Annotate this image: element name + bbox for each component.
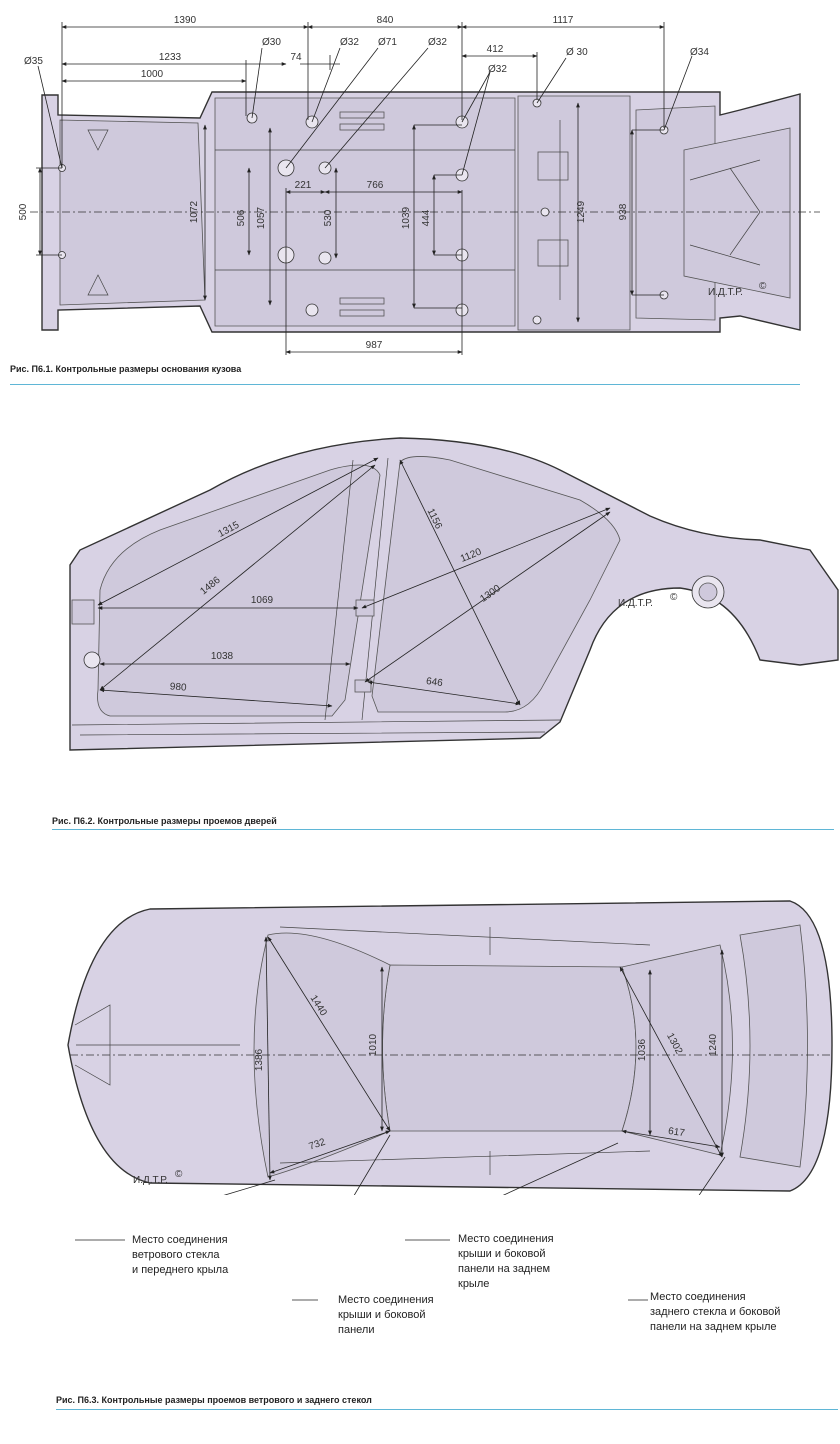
dim-732: 732 [308,1137,328,1153]
dim-1390: 1390 [174,15,197,26]
dim-1000: 1000 [141,69,164,80]
dim-1386: 1386 [254,1048,265,1071]
dim-1072: 1072 [189,200,200,223]
dim-500: 500 [18,203,29,220]
figure-door-openings: 1315 1486 1069 1038 980 1156 1120 1300 6… [0,420,840,840]
dim-938: 938 [618,203,629,220]
copyright-mark: © [175,1169,183,1180]
hole-30-front: Ø30 [262,37,281,48]
note-leaders-lower [75,1239,648,1301]
watermark: И.Д.Т.Р. [133,1175,168,1186]
dim-221: 221 [295,180,312,191]
figure-glass-openings: 1386 1440 1010 732 1036 1302 1240 617 И.… [0,895,840,1444]
dim-1057: 1057 [256,206,267,229]
hole-32-a: Ø32 [340,37,359,48]
dim-444: 444 [421,209,432,226]
copyright-mark: © [670,592,678,603]
horizontal-dimensions: 1390 840 1117 1233 1000 74 412 221 766 9… [61,15,665,354]
note-roof-rear-fender: Место соединения крыши и боковой панели … [458,1233,554,1290]
hole-32-b: Ø32 [428,37,447,48]
dim-1010: 1010 [368,1033,379,1056]
copyright-mark: © [759,281,767,292]
floor-base-drawing: 1390 840 1117 1233 1000 74 412 221 766 9… [18,15,820,355]
caption-fig2: Рис. П6.2. Контрольные размеры проемов д… [52,816,277,826]
reference-holes [58,98,669,325]
dim-506: 506 [236,209,247,226]
dim-1233: 1233 [159,52,182,63]
dim-980: 980 [169,681,187,693]
dim-412: 412 [487,44,504,55]
caption-rule-2 [52,829,834,830]
caption-rule-1 [10,384,800,385]
hole-35: Ø35 [24,56,43,67]
dim-1038: 1038 [211,651,234,662]
dim-530: 530 [323,209,334,226]
caption-rule-3 [56,1409,838,1410]
floor-outline [41,91,801,333]
dim-1036: 1036 [637,1038,648,1061]
side-body-outline [69,437,839,751]
dim-617: 617 [667,1126,686,1140]
hole-34: Ø34 [690,47,709,58]
glass-openings-drawing: 1386 1440 1010 732 1036 1302 1240 617 И.… [67,900,833,1301]
dim-74: 74 [290,52,302,63]
note-windshield-fender: Место соединения ветрового стекла и пере… [132,1234,229,1276]
dim-1240: 1240 [708,1033,719,1056]
dim-646: 646 [425,676,443,689]
dim-1039: 1039 [401,206,412,229]
dim-1117: 1117 [553,15,574,26]
hole-71: Ø71 [378,37,397,48]
door-openings-drawing: 1315 1486 1069 1038 980 1156 1120 1300 6… [69,437,839,751]
hole-callouts: Ø35 Ø30 Ø32 Ø71 Ø32 Ø32 Ø 30 Ø34 [24,37,709,176]
figure-floor-base: 1390 840 1117 1233 1000 74 412 221 766 9… [0,0,840,395]
caption-fig3: Рис. П6.3. Контрольные размеры проемов в… [56,1395,372,1405]
dim-1249: 1249 [576,200,587,223]
vertical-dimensions: 500 1072 506 1057 530 1039 444 1249 938 [18,102,664,323]
caption-fig1: Рис. П6.1. Контрольные размеры основания… [10,364,242,374]
watermark: И.Д.Т.Р. [618,598,653,609]
note-roof-side-panel: Место соединения крыши и боковой панели [338,1294,434,1336]
dim-1069: 1069 [251,595,274,606]
note-rear-glass-side-panel: Место соединения заднего стекла и боково… [650,1291,781,1333]
dim-766: 766 [367,180,384,191]
hole-30-rear: Ø 30 [566,47,588,58]
extension-lines [61,22,665,355]
watermark: И.Д.Т.Р. [708,287,743,298]
dim-987: 987 [366,340,383,351]
hole-32-c: Ø32 [488,64,507,75]
dim-840: 840 [377,15,394,26]
